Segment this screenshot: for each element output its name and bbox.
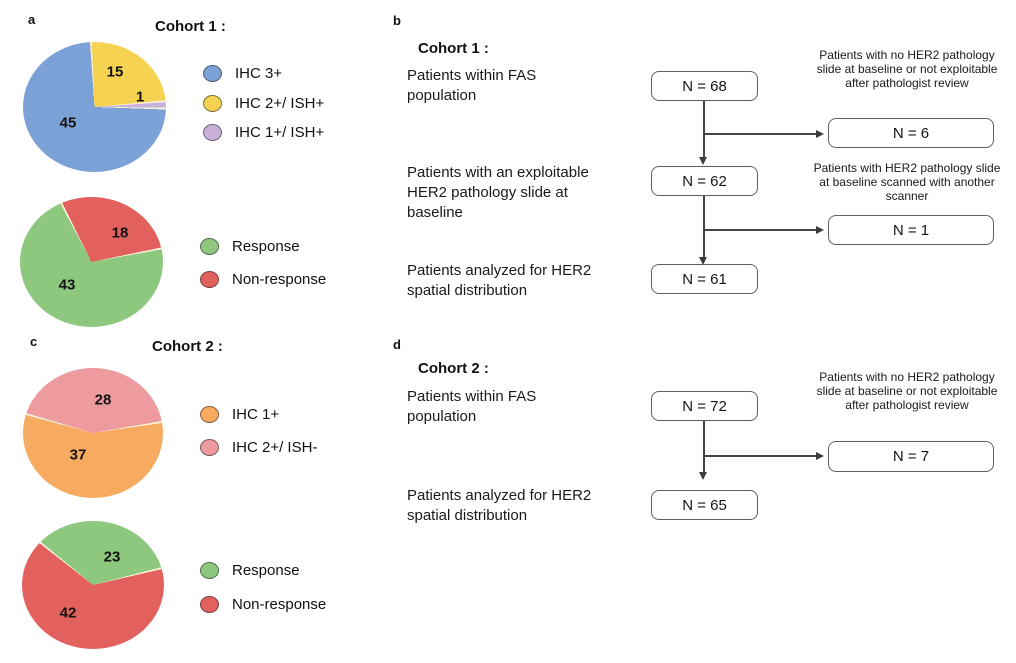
- pie-cohort1-her2-status: [23, 42, 166, 172]
- flow-line: [703, 196, 705, 257]
- legend-item: Response: [200, 559, 300, 581]
- step-label-analyzed: Patients analyzed for HER2 spatial distr…: [407, 262, 592, 299]
- arrow-down-icon: [699, 472, 707, 480]
- step-label-exploitable: Patients with an exploitable HER2 pathol…: [407, 164, 589, 221]
- arrow-down-icon: [699, 257, 707, 265]
- pie-slice-value: 28: [94, 391, 112, 409]
- legend-label: IHC 1+/ ISH+: [235, 123, 325, 141]
- pie-cohort2-her2-status: [23, 368, 163, 498]
- pie-slice-value: 45: [59, 114, 77, 132]
- legend-label: Non-response: [232, 270, 327, 288]
- step-label-analyzed: Patients analyzed for HER2 spatial distr…: [407, 487, 592, 524]
- pie-slice-value: 37: [69, 446, 87, 464]
- pie-cohort2-response: [22, 521, 164, 649]
- legend-swatch-non-response: [200, 595, 219, 613]
- legend-item: Response: [200, 235, 300, 257]
- legend-swatch-ihc1-ishpos: [203, 123, 222, 141]
- flow-line: [703, 421, 705, 472]
- step-label-fas: Patients within FAS population: [407, 388, 537, 425]
- panel-letter-d: d: [393, 337, 401, 352]
- n-box-72: N = 72: [651, 391, 758, 421]
- panel-c-title: Cohort 2 :: [152, 338, 223, 355]
- n-box-6: N = 6: [828, 118, 994, 148]
- panel-d-title: Cohort 2 :: [418, 360, 489, 377]
- legend-item: Non-response: [200, 593, 326, 615]
- legend-item: IHC 2+/ ISH-: [200, 436, 317, 458]
- arrow-down-icon: [699, 157, 707, 165]
- flow-line: [704, 455, 816, 457]
- panel-letter-b: b: [393, 13, 401, 28]
- n-box-68: N = 68: [651, 71, 758, 101]
- legend-item: Non-response: [200, 268, 326, 290]
- legend-label: IHC 2+/ ISH+: [235, 94, 325, 112]
- legend-item: IHC 1+/ ISH+: [203, 121, 324, 143]
- pie-slice-value: 43: [58, 276, 76, 294]
- panel-letter-c: c: [30, 334, 38, 349]
- flow-line: [703, 101, 705, 157]
- legend-item: IHC 1+: [200, 403, 279, 425]
- panel-b-title: Cohort 1 :: [418, 40, 489, 57]
- legend-label: Response: [232, 237, 300, 255]
- panel-letter-a: a: [28, 12, 36, 27]
- legend-swatch-ihc2-ishpos: [203, 94, 222, 112]
- arrow-right-icon: [816, 451, 824, 460]
- legend-swatch-ihc2-ishneg: [200, 438, 219, 456]
- exclusion-caption-other-scanner: Patients with HER2 pathology slide at ba…: [813, 161, 1001, 203]
- n-box-62: N = 62: [651, 166, 758, 196]
- pie-slice-value: 23: [103, 548, 121, 566]
- legend-swatch-non-response: [200, 270, 219, 288]
- n-box-7: N = 7: [828, 441, 994, 472]
- legend-item: IHC 3+: [203, 62, 282, 84]
- legend-label: IHC 1+: [232, 405, 280, 423]
- exclusion-caption-no-slide: Patients with no HER2 pathology slide at…: [816, 370, 998, 412]
- pie-slice-value: 18: [111, 224, 129, 242]
- legend-item: IHC 2+/ ISH+: [203, 92, 324, 114]
- legend-label: IHC 2+/ ISH-: [232, 438, 318, 456]
- n-box-61: N = 61: [651, 264, 758, 294]
- flow-line: [704, 229, 816, 231]
- step-label-fas: Patients within FAS population: [407, 67, 537, 104]
- n-box-1: N = 1: [828, 215, 994, 245]
- pie-slice-value: 42: [59, 604, 77, 622]
- pie-cohort1-response: [20, 197, 163, 327]
- arrow-right-icon: [816, 225, 824, 234]
- flow-line: [704, 133, 816, 135]
- legend-swatch-response: [200, 237, 219, 255]
- legend-swatch-ihc3: [203, 64, 222, 82]
- pie-slice-value: 15: [106, 63, 124, 81]
- exclusion-caption-no-slide: Patients with no HER2 pathology slide at…: [816, 48, 998, 90]
- n-box-65: N = 65: [651, 490, 758, 520]
- legend-label: Response: [232, 561, 300, 579]
- legend-swatch-ihc1: [200, 405, 219, 423]
- legend-label: Non-response: [232, 595, 327, 613]
- pie-slice-value: 1: [135, 88, 145, 106]
- panel-a-title: Cohort 1 :: [155, 18, 226, 35]
- arrow-right-icon: [816, 129, 824, 138]
- legend-swatch-response: [200, 561, 219, 579]
- legend-label: IHC 3+: [235, 64, 283, 82]
